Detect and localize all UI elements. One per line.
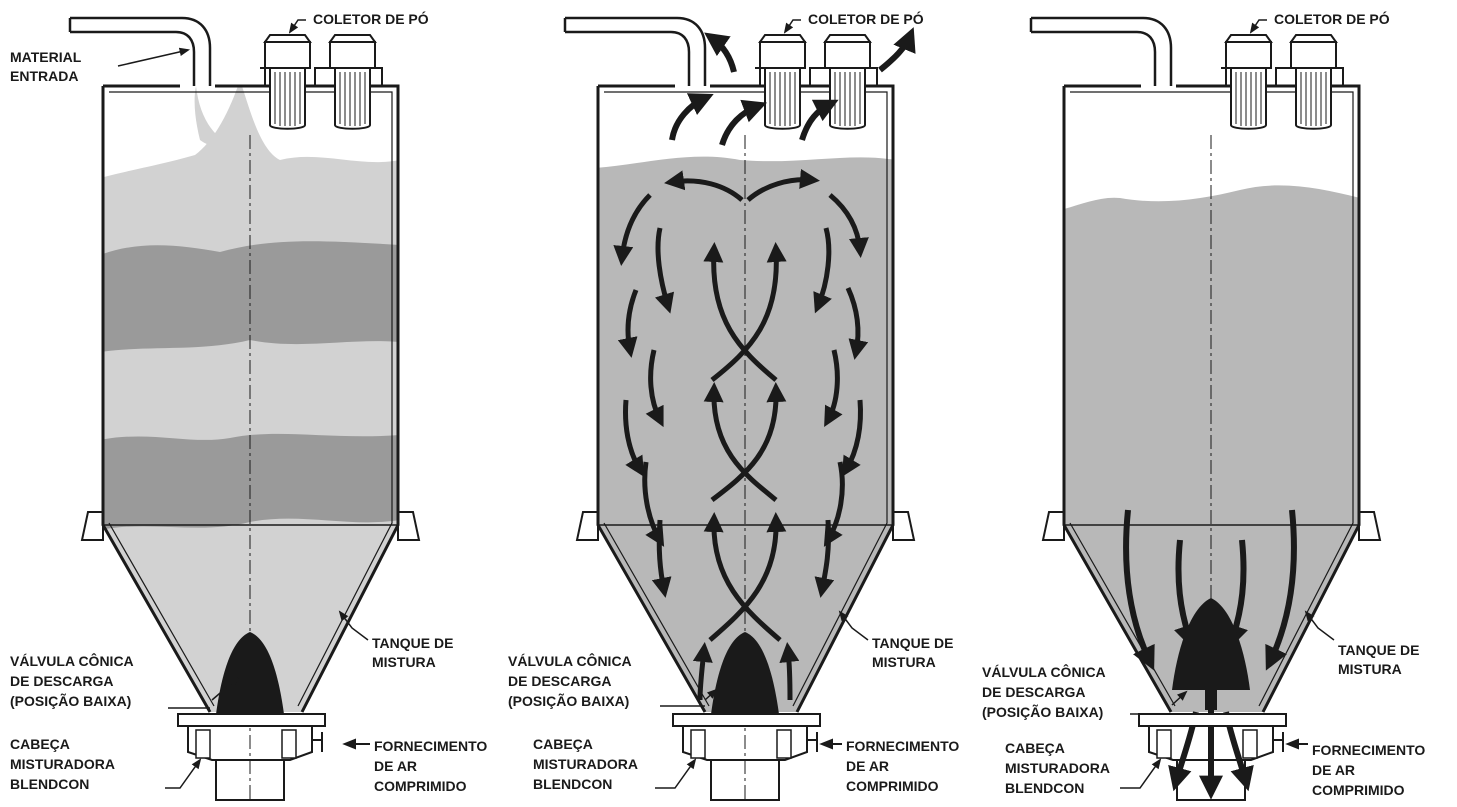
mixing-head xyxy=(178,714,325,800)
head-label-1: CABEÇA xyxy=(10,736,70,752)
dust-collector-label: COLETOR DE PÓ xyxy=(313,10,429,27)
leader-head xyxy=(1120,760,1160,788)
air-label-1: FORNECIMENTO xyxy=(846,738,959,754)
valve-label-2: DE DESCARGA xyxy=(508,673,611,689)
tank-label-1: TANQUE DE xyxy=(1338,642,1419,658)
material-inlet-pipe xyxy=(70,18,210,86)
tank-label-2: MISTURA xyxy=(1338,661,1402,677)
air-label-3: COMPRIMIDO xyxy=(846,778,939,794)
arrow-icon xyxy=(880,36,910,70)
material-inlet-label-1: MATERIAL xyxy=(10,49,82,65)
head-label-3: BLENDCON xyxy=(10,776,89,792)
head-label-2: MISTURADORA xyxy=(1005,760,1110,776)
dust-collector-label: COLETOR DE PÓ xyxy=(808,10,924,27)
leader-collector xyxy=(290,20,306,32)
tank-label-2: MISTURA xyxy=(372,654,436,670)
tank-label-2: MISTURA xyxy=(872,654,936,670)
valve-label-1: VÁLVULA CÔNICA xyxy=(982,663,1106,680)
valve-stem xyxy=(1205,690,1217,710)
valve-label-3: (POSIÇÃO BAIXA) xyxy=(508,692,629,709)
valve-label-2: DE DESCARGA xyxy=(10,673,113,689)
head-label-3: BLENDCON xyxy=(533,776,612,792)
air-label-2: DE AR xyxy=(1312,762,1355,778)
air-label-3: COMPRIMIDO xyxy=(374,778,467,794)
valve-label-3: (POSIÇÃO BAIXA) xyxy=(10,692,131,709)
valve-label-1: VÁLVULA CÔNICA xyxy=(10,652,134,669)
mixing-head xyxy=(673,714,820,800)
arrow-icon xyxy=(788,650,790,700)
panel-blending: COLETOR DE PÓ TANQUE DE MISTURA VÁLVULA … xyxy=(508,10,959,800)
air-label-1: FORNECIMENTO xyxy=(1312,742,1425,758)
leader-collector xyxy=(1251,20,1267,32)
dust-collector-label: COLETOR DE PÓ xyxy=(1274,10,1390,27)
head-label-2: MISTURADORA xyxy=(533,756,638,772)
material-inlet-pipe xyxy=(565,18,705,86)
air-label-3: COMPRIMIDO xyxy=(1312,782,1405,798)
material-inlet-label-2: ENTRADA xyxy=(10,68,78,84)
valve-label-2: DE DESCARGA xyxy=(982,684,1085,700)
head-label-1: CABEÇA xyxy=(1005,740,1065,756)
leader-inlet xyxy=(118,50,188,66)
panel-loading: COLETOR DE PÓ MATERIAL ENTRADA TANQUE DE… xyxy=(10,10,487,800)
head-label-1: CABEÇA xyxy=(533,736,593,752)
air-label-1: FORNECIMENTO xyxy=(374,738,487,754)
leader-collector xyxy=(785,20,801,32)
leader-head xyxy=(165,760,200,788)
arrow-icon xyxy=(712,38,734,72)
tank-label-1: TANQUE DE xyxy=(372,635,453,651)
valve-label-3: (POSIÇÃO BAIXA) xyxy=(982,703,1103,720)
head-label-2: MISTURADORA xyxy=(10,756,115,772)
head-label-3: BLENDCON xyxy=(1005,780,1084,796)
material-inlet-pipe xyxy=(1031,18,1171,86)
panel-discharge: COLETOR DE PÓ TANQUE DE MISTURA VÁLVULA … xyxy=(982,10,1425,800)
leader-head xyxy=(655,760,695,788)
tank-label-1: TANQUE DE xyxy=(872,635,953,651)
air-label-2: DE AR xyxy=(846,758,889,774)
valve-label-1: VÁLVULA CÔNICA xyxy=(508,652,632,669)
air-label-2: DE AR xyxy=(374,758,417,774)
